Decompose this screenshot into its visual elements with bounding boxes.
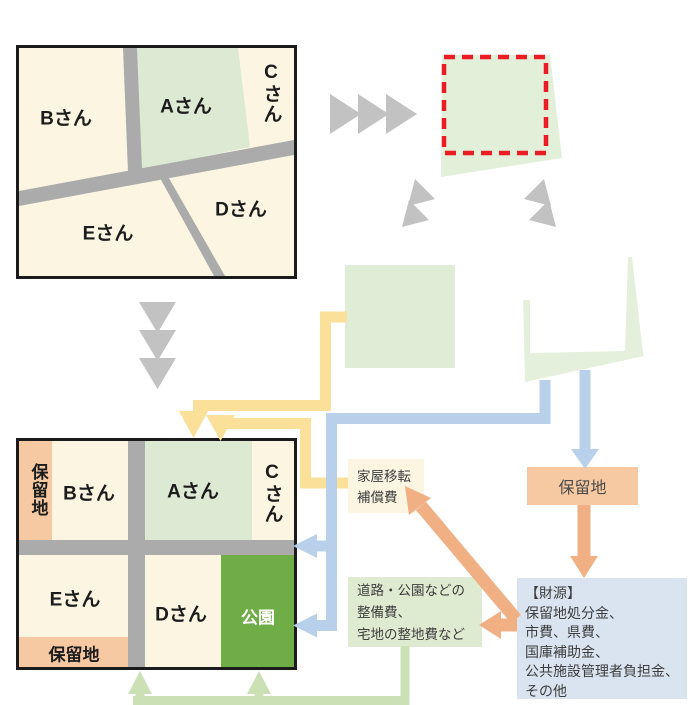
road-diagonal-before — [19, 140, 294, 206]
map-before: Bさん Aさん Cさん Eさん Dさん — [16, 45, 297, 279]
funding-line2: 保留地処分金、 — [525, 604, 623, 621]
label-plot-c-after: Cさん — [261, 462, 283, 524]
funding-title: 【財源】 — [525, 585, 581, 601]
chevrons-down-icon — [139, 302, 176, 389]
funding-line5: 公共施設管理者負担金、 — [525, 663, 679, 679]
label-plot-a-after: Aさん — [167, 481, 219, 503]
chevrons-down-left-icon — [402, 179, 435, 227]
compensation-box: 家屋移転 補償費 — [348, 459, 424, 513]
label-park: 公園 — [241, 608, 275, 628]
chevrons-down-right-icon — [524, 179, 556, 227]
funding-box: 【財源】 保留地処分金、 市費、県費、 国庫補助金、 公共施設管理者負担金、 そ… — [517, 578, 687, 699]
map-before-plots — [19, 48, 294, 276]
label-plot-d-before: Dさん — [215, 199, 267, 221]
chevrons-right-icon — [330, 94, 417, 134]
label-plot-d-after: Dさん — [155, 604, 207, 626]
yellow-arrowheads — [179, 411, 235, 441]
cost-line3: 宅地の整地費など — [357, 627, 465, 642]
cost-line2: 整備費、 — [357, 605, 411, 620]
reduction-dashed-outline — [441, 54, 549, 156]
road-branch-before — [155, 169, 225, 276]
green-arrowheads — [128, 671, 271, 694]
label-plot-e-before: Eさん — [82, 223, 134, 245]
funding-line6: その他 — [525, 682, 567, 699]
label-plot-b-before: Bさん — [40, 108, 92, 130]
plot-with-reduction-outline — [441, 54, 562, 177]
label-plot-a-before: Aさん — [160, 96, 212, 118]
cost-box: 道路・公園などの 整備費、 宅地の整地費など — [348, 577, 482, 647]
label-plot-b-after: Bさん — [63, 483, 115, 505]
compensation-line1: 家屋移転 — [357, 469, 411, 484]
reserved-land-box: 保留地 — [527, 467, 638, 505]
leftover-slivers-shape — [523, 257, 644, 382]
plot-a-before — [133, 48, 250, 170]
compensation-line2: 補償費 — [357, 490, 398, 505]
map-after: 保留地 Bさん Aさん Cさん Eさん 保留地 Dさん 公園 — [16, 438, 297, 670]
new-plot-square — [345, 265, 455, 368]
funding-line3: 市費、県費、 — [525, 624, 609, 640]
road-vertical-before — [123, 48, 142, 172]
funding-line4: 国庫補助金、 — [525, 643, 609, 660]
reserved-land-label: 保留地 — [558, 480, 607, 497]
label-plot-c-before: Cさん — [260, 62, 282, 124]
label-plot-e-after: Eさん — [49, 589, 101, 611]
label-reserved-bottom: 保留地 — [48, 645, 100, 665]
label-reserved-left: 保留地 — [28, 463, 48, 517]
plot-reserved-left — [19, 441, 52, 540]
original-plot-shape — [441, 55, 562, 177]
road-horizontal-after — [19, 540, 294, 555]
cost-line1: 道路・公園などの — [357, 583, 465, 598]
plot-reserved-bottom — [19, 637, 128, 667]
map-after-plots — [19, 441, 294, 667]
